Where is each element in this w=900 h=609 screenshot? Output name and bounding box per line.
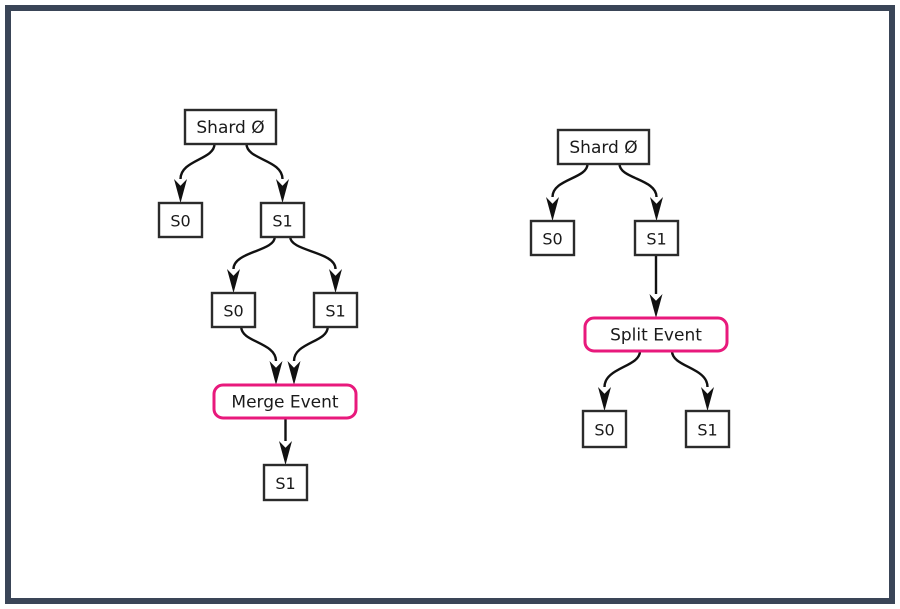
node-label: S0 (542, 230, 562, 249)
node-L-s1-final[interactable]: S1 (262, 463, 309, 502)
node-R-s1-a[interactable]: S1 (633, 219, 680, 257)
node-R-root[interactable]: Shard Ø (556, 128, 651, 166)
node-label: S0 (594, 421, 614, 440)
arrowhead-icon (546, 197, 559, 221)
shard-box[interactable] (262, 463, 309, 502)
shard-box[interactable] (259, 201, 306, 239)
node-label: S0 (170, 212, 190, 231)
node-label: Merge Event (231, 393, 339, 413)
node-L-s1-b[interactable]: S1 (312, 291, 359, 329)
edge-curve (603, 350, 642, 388)
edge-R-split-to-R-s1-b (670, 350, 714, 411)
node-L-s0-a[interactable]: S0 (157, 201, 204, 239)
edge-curve (179, 143, 216, 180)
edge-curve (245, 143, 284, 180)
arrowhead-icon (650, 197, 663, 221)
node-L-merge[interactable]: Merge Event (212, 383, 358, 420)
edge-curve (618, 163, 658, 198)
edge-L-merge-to-L-s1-final (279, 418, 292, 465)
shard-box[interactable] (556, 128, 651, 166)
arrowhead-icon (227, 269, 240, 293)
node-L-root[interactable]: Shard Ø (183, 108, 278, 146)
node-label: Split Event (610, 326, 702, 346)
node-label: S1 (275, 474, 295, 493)
node-label: S1 (325, 302, 345, 321)
shard-box[interactable] (312, 291, 359, 329)
node-label: S1 (272, 212, 292, 231)
arrowhead-icon (174, 179, 187, 203)
node-R-s0-a[interactable]: S0 (529, 219, 576, 257)
shard-box[interactable] (633, 219, 680, 257)
node-R-s0-b[interactable]: S0 (581, 409, 628, 449)
node-label: S1 (646, 230, 666, 249)
edge-curve (670, 350, 709, 388)
event-box[interactable] (583, 316, 729, 353)
event-box[interactable] (212, 383, 358, 420)
node-label: Shard Ø (569, 138, 637, 158)
edge-R-split-to-R-s0-b (598, 350, 642, 411)
shard-box[interactable] (210, 291, 257, 329)
shard-box[interactable] (684, 409, 731, 449)
node-R-s1-b[interactable]: S1 (684, 409, 731, 449)
edge-L-s1-b-to-L-merge (287, 326, 329, 385)
edge-L-s1-a-to-L-s1-b (289, 236, 342, 293)
arrowhead-icon (598, 387, 611, 411)
shard-box[interactable] (157, 201, 204, 239)
image-frame-border (5, 5, 895, 604)
edge-curve (551, 163, 589, 198)
edge-L-s0-b-to-L-merge (240, 326, 283, 385)
edge-curve (289, 236, 337, 270)
shard-box[interactable] (581, 409, 628, 449)
arrowhead-icon (329, 269, 342, 293)
node-label: S0 (223, 302, 243, 321)
arrowhead-icon (287, 361, 301, 385)
node-L-s1-a[interactable]: S1 (259, 201, 306, 239)
shard-box[interactable] (529, 219, 576, 257)
node-label: S1 (697, 421, 717, 440)
node-R-split[interactable]: Split Event (583, 316, 729, 353)
edge-L-root-to-L-s0-a (174, 143, 216, 203)
arrowhead-icon (649, 294, 663, 318)
node-label: Shard Ø (196, 118, 264, 138)
edge-R-root-to-R-s1-a (618, 163, 663, 221)
edge-L-root-to-L-s1-a (245, 143, 289, 203)
edge-curve (232, 236, 276, 270)
edge-curve (292, 326, 329, 362)
edge-R-root-to-R-s0-a (546, 163, 589, 221)
edge-R-s1-a-to-R-split (649, 255, 663, 318)
edge-L-s1-a-to-L-s0-b (227, 236, 276, 293)
arrowhead-icon (701, 387, 714, 411)
node-L-s0-b[interactable]: S0 (210, 291, 257, 329)
edge-curve (240, 326, 278, 362)
arrowhead-icon (276, 179, 289, 203)
shard-box[interactable] (183, 108, 278, 146)
arrowhead-icon (279, 441, 292, 465)
arrowhead-icon (269, 361, 283, 385)
